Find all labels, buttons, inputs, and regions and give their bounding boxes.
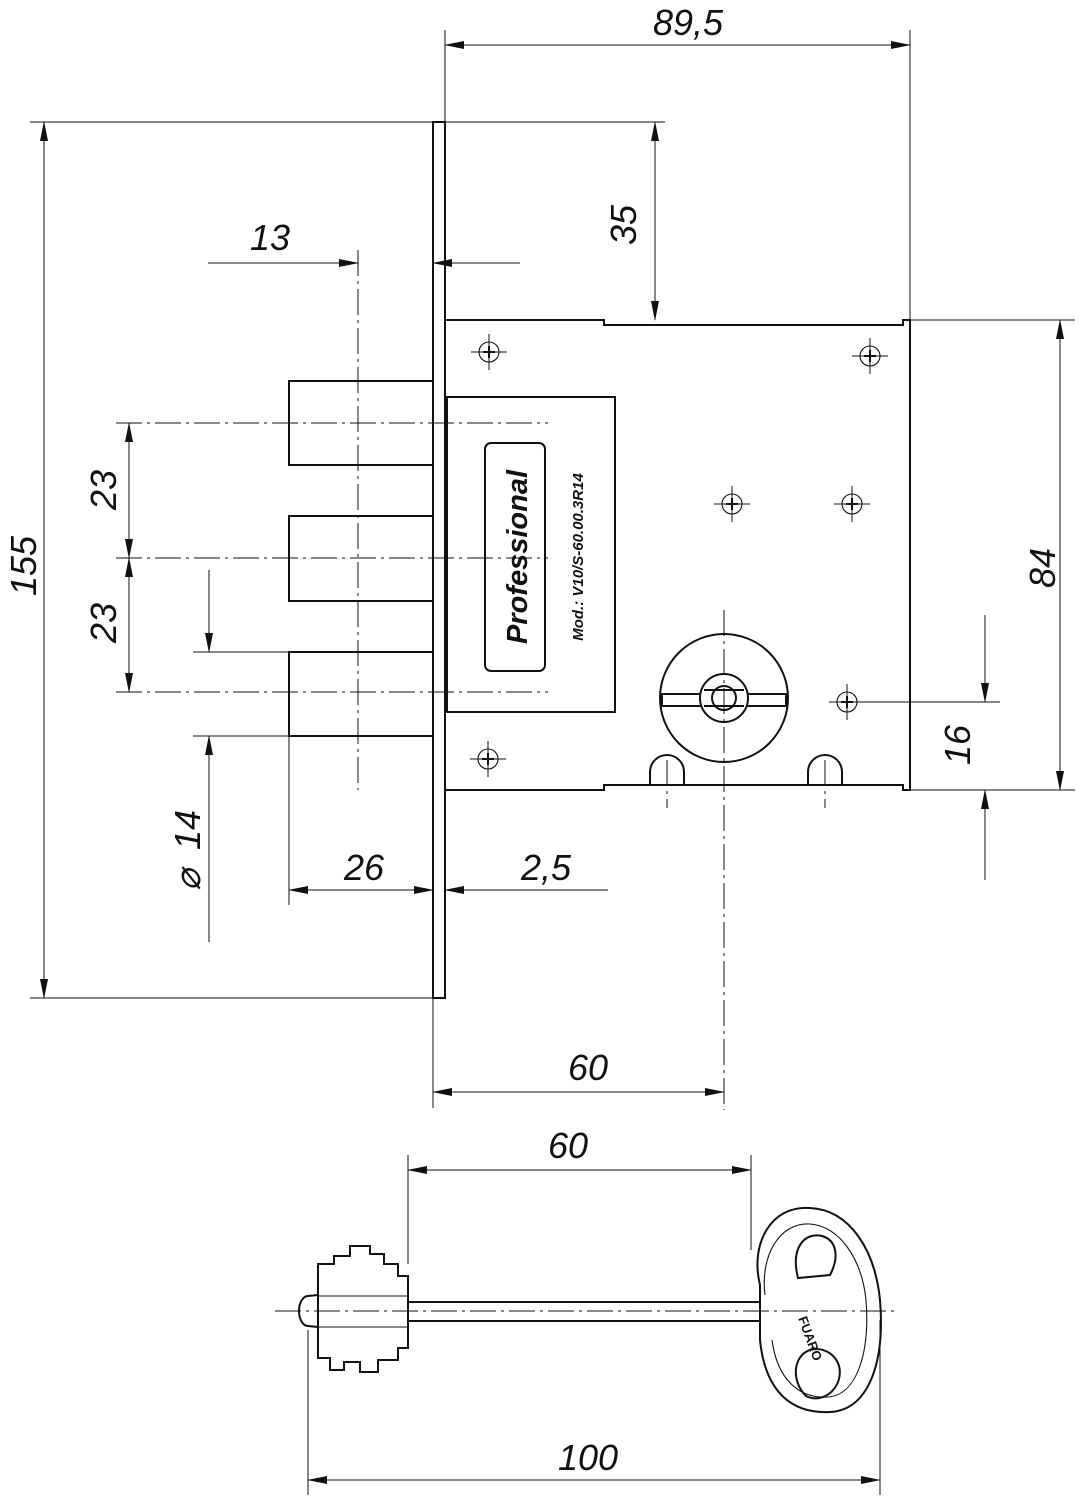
dimension-lines: 89,5 155 35 13 23 23 ⌀ 14 26 2,5 — [3, 2, 1075, 1108]
key-dimension-lines: 60 100 — [307, 1125, 881, 1495]
dim-diameter-symbol: ⌀ — [167, 866, 208, 891]
lock-case — [445, 319, 911, 791]
dim-overall-depth: 89,5 — [653, 2, 724, 43]
key-bow-hole — [794, 1234, 837, 1280]
brand-badge — [484, 442, 546, 672]
center-lines — [116, 250, 725, 1110]
key-bow-hole-lower — [794, 1348, 841, 1400]
faceplate — [432, 121, 446, 999]
screw-top-left — [471, 334, 507, 370]
dim-key-blade-length: 60 — [548, 1125, 588, 1166]
dim-key-total-length: 100 — [558, 1437, 618, 1478]
dim-bolt-projection: 13 — [250, 217, 290, 258]
dim-faceplate-thickness: 2,5 — [520, 847, 572, 888]
key-drawing: FUARO — [275, 1206, 895, 1414]
key-shaft — [408, 1301, 760, 1322]
case-slot-right — [807, 754, 843, 785]
dim-bolt-pitch-lower: 23 — [83, 603, 124, 644]
dim-bolt-length: 26 — [343, 847, 385, 888]
screw-top-right — [852, 338, 888, 374]
key-bow — [756, 1206, 882, 1414]
brand-label: Professional — [502, 469, 534, 644]
case-slot-left — [649, 754, 685, 785]
dim-backset: 60 — [568, 1047, 608, 1088]
screw-bottom-left — [470, 741, 506, 777]
key-bit — [317, 1245, 409, 1373]
screw-mid-right — [834, 486, 870, 522]
dim-height: 155 — [3, 535, 44, 596]
dim-keyhole-offset: 16 — [937, 724, 978, 765]
key-brand-label: FUARO — [795, 1314, 825, 1363]
dim-backset-top: 35 — [603, 204, 644, 245]
model-label: Mod.: V10/S-60.00.3R14 — [570, 473, 587, 641]
screw-mid-left — [714, 486, 750, 522]
dim-bolt-pitch-upper: 23 — [83, 470, 124, 511]
bolt-bottom — [288, 651, 433, 737]
lock-body: Professional Mod.: V10/S-60.00.3R14 — [432, 121, 911, 999]
dim-case-height: 84 — [1022, 548, 1063, 588]
label-plate — [446, 396, 616, 713]
dim-bolt-diameter: 14 — [167, 810, 208, 850]
